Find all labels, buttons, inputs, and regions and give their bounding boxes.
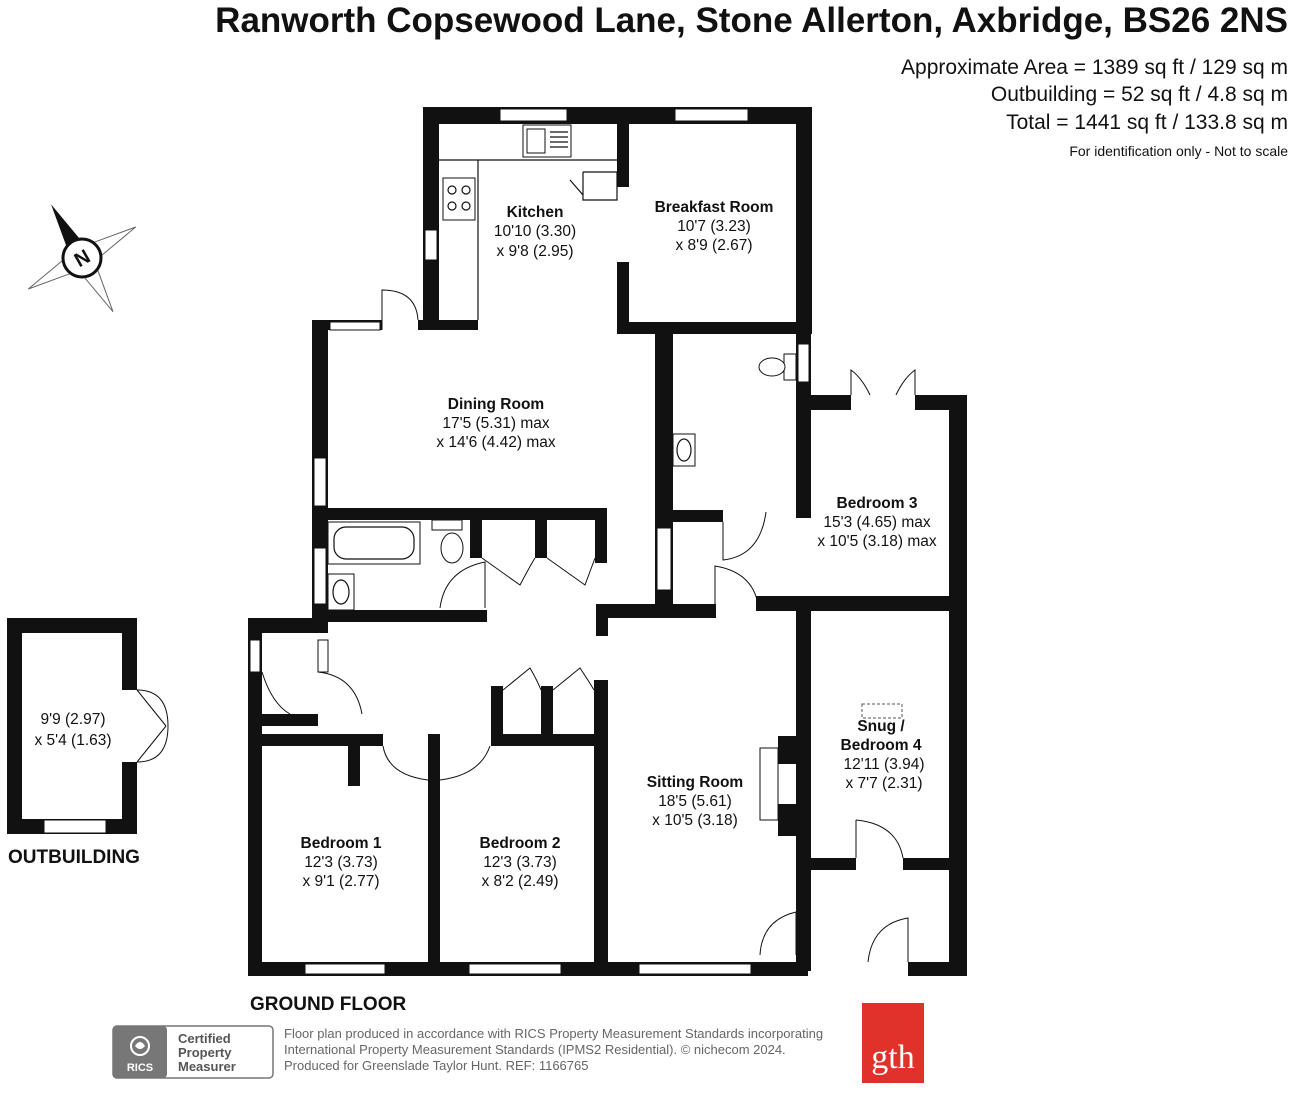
ground-floor-label: GROUND FLOOR — [250, 994, 406, 1015]
dining-name: Dining Room — [448, 396, 544, 413]
footer-line1: Floor plan produced in accordance with R… — [284, 1026, 823, 1041]
sitting-name: Sitting Room — [647, 774, 743, 791]
footer-line3: Produced for Greenslade Taylor Hunt. REF… — [284, 1058, 588, 1073]
snug-dim2: x 7'7 (2.31) — [845, 775, 922, 792]
bedroom3-name: Bedroom 3 — [837, 495, 918, 512]
approximate-area: Approximate Area = 1389 sq ft / 129 sq m — [901, 56, 1288, 79]
room-kitchen: Kitchen 10'10 (3.30) x 9'8 (2.95) — [494, 204, 576, 260]
badge-line3: Measurer — [178, 1059, 236, 1074]
kitchen-name: Kitchen — [507, 204, 564, 221]
gth-logo-text: gth — [871, 1039, 914, 1076]
property-address: Ranworth Copsewood Lane, Stone Allerton,… — [215, 1, 1288, 40]
bedroom3-dim2: x 10'5 (3.18) max — [817, 533, 937, 550]
bedroom3-dim1: 15'3 (4.65) max — [823, 514, 930, 531]
bedroom2-name: Bedroom 2 — [480, 835, 561, 852]
bedroom2-dim1: 12'3 (3.73) — [483, 854, 557, 871]
footer-line2: International Property Measurement Stand… — [284, 1042, 786, 1057]
room-sitting: Sitting Room 18'5 (5.61) x 10'5 (3.18) — [647, 774, 743, 829]
room-bedroom1: Bedroom 1 12'3 (3.73) x 9'1 (2.77) — [301, 835, 382, 890]
outbuilding-dim1: 9'9 (2.97) — [41, 711, 106, 728]
breakfast-dim1: 10'7 (3.23) — [677, 218, 751, 235]
dining-dim2: x 14'6 (4.42) max — [436, 434, 556, 451]
rics-short: RICS — [127, 1062, 153, 1074]
outbuilding-area: Outbuilding = 52 sq ft / 4.8 sq m — [991, 83, 1288, 106]
bedroom1-dim1: 12'3 (3.73) — [304, 854, 378, 871]
breakfast-name: Breakfast Room — [655, 199, 774, 216]
doors — [261, 289, 916, 963]
gth-logo: gth — [862, 1003, 924, 1083]
bedroom2-dim2: x 8'2 (2.49) — [481, 873, 558, 890]
outbuilding-label: OUTBUILDING — [8, 847, 140, 868]
room-bedroom2: Bedroom 2 12'3 (3.73) x 8'2 (2.49) — [480, 835, 561, 890]
snug-dim1: 12'11 (3.94) — [843, 756, 924, 773]
rics-badge: RICS Certified Property Measurer — [112, 1025, 274, 1079]
room-dining: Dining Room 17'5 (5.31) max x 14'6 (4.42… — [436, 396, 556, 451]
room-snug: Snug / Bedroom 4 12'11 (3.94) x 7'7 (2.3… — [841, 703, 925, 792]
snug-name-line1: Snug / — [857, 718, 905, 735]
fixtures — [327, 124, 797, 611]
room-bedroom3: Bedroom 3 15'3 (4.65) max x 10'5 (3.18) … — [817, 495, 937, 550]
room-breakfast: Breakfast Room 10'7 (3.23) x 8'9 (2.67) — [655, 199, 774, 254]
badge-line2: Property — [178, 1045, 232, 1060]
windows — [249, 108, 810, 975]
breakfast-dim2: x 8'9 (2.67) — [675, 237, 752, 254]
total-area: Total = 1441 sq ft / 133.8 sq m — [1006, 111, 1288, 134]
disclaimer: For identification only - Not to scale — [1069, 143, 1288, 159]
dining-dim1: 17'5 (5.31) max — [442, 415, 549, 432]
bedroom1-dim2: x 9'1 (2.77) — [302, 873, 379, 890]
compass-icon: N — [27, 204, 137, 313]
badge-line1: Certified — [178, 1031, 231, 1046]
snug-name-line2: Bedroom 4 — [841, 737, 922, 754]
outbuilding-plan — [7, 618, 169, 834]
kitchen-dim2: x 9'8 (2.95) — [496, 243, 573, 260]
bedroom1-name: Bedroom 1 — [301, 835, 382, 852]
outbuilding-dim2: x 5'4 (1.63) — [34, 732, 111, 749]
rics-crest-icon — [130, 1036, 150, 1056]
sitting-dim2: x 10'5 (3.18) — [652, 812, 738, 829]
kitchen-dim1: 10'10 (3.30) — [494, 223, 576, 240]
sitting-dim1: 18'5 (5.61) — [658, 793, 732, 810]
